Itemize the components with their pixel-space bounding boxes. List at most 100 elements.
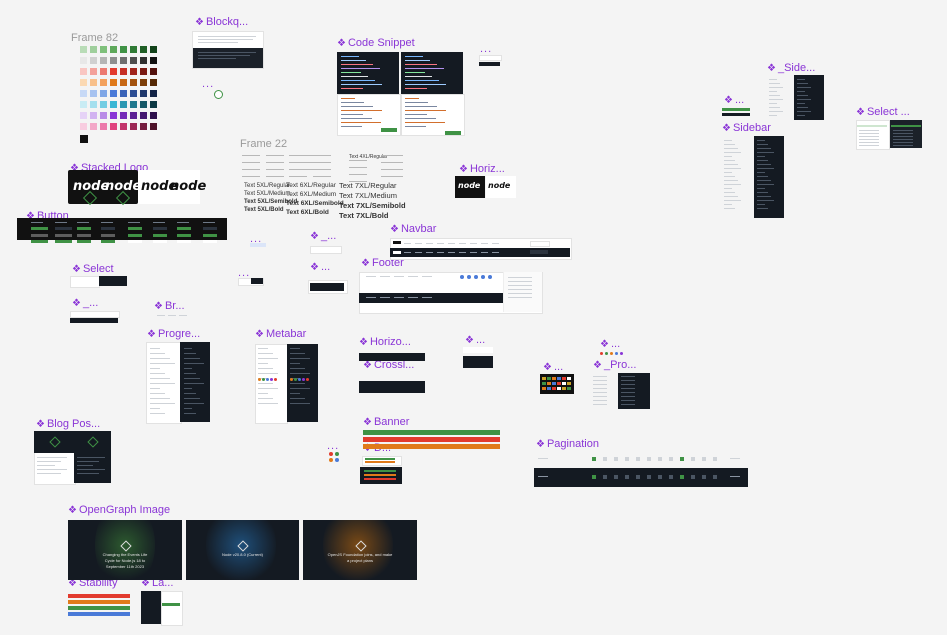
page-number bbox=[702, 475, 706, 479]
sidebar-short-dark bbox=[794, 75, 824, 120]
component-label-ellipsis-e[interactable]: ❖... bbox=[724, 94, 745, 106]
component-label-language[interactable]: ❖La... bbox=[141, 577, 174, 589]
small-select-dark[interactable] bbox=[251, 278, 263, 284]
component-label-horizontal-logo[interactable]: ❖Horiz... bbox=[459, 163, 505, 175]
component-label-footer[interactable]: ❖Footer bbox=[361, 257, 404, 269]
image-tile bbox=[567, 387, 571, 390]
horizontal-dark bbox=[359, 353, 425, 361]
component-label-ellipsis-a[interactable]: ❖... bbox=[310, 261, 331, 273]
component-label-pagination[interactable]: ❖Pagination bbox=[536, 438, 599, 450]
small-input[interactable] bbox=[310, 246, 342, 254]
select-light[interactable] bbox=[70, 276, 100, 288]
component-label-horizontal[interactable]: ❖Horizo... bbox=[359, 336, 411, 348]
button-variant bbox=[55, 234, 72, 237]
select-option bbox=[893, 130, 913, 131]
label-text: _... bbox=[320, 230, 337, 242]
ellipsis-marker[interactable]: ... bbox=[250, 233, 263, 245]
d-badge bbox=[364, 474, 396, 476]
select-dark[interactable] bbox=[99, 276, 127, 286]
sidebar-item-line bbox=[757, 144, 768, 145]
mini-swatch bbox=[615, 352, 618, 355]
type-sample bbox=[266, 162, 284, 163]
component-label-select-right[interactable]: ❖Select ... bbox=[856, 106, 910, 118]
type-sample bbox=[289, 176, 307, 177]
component-label-ellipsis-d[interactable]: ❖... bbox=[543, 361, 564, 373]
color-swatch bbox=[80, 90, 87, 97]
typography-5xl: Text 5XL/Regular Text 5XL/Medium Text 5X… bbox=[244, 183, 298, 213]
language-light[interactable] bbox=[161, 591, 183, 626]
code-line bbox=[341, 56, 359, 57]
code-line bbox=[405, 68, 444, 69]
label-text: ... bbox=[610, 338, 621, 350]
color-swatch bbox=[90, 68, 97, 75]
banner-red[interactable] bbox=[363, 437, 500, 442]
small-chip[interactable] bbox=[250, 243, 266, 247]
component-label-code-snippet[interactable]: ❖Code Snippet bbox=[337, 37, 415, 49]
component-label-blockquote[interactable]: ❖Blockq... bbox=[195, 16, 249, 28]
component-label-opengraph-image[interactable]: ❖OpenGraph Image bbox=[68, 504, 171, 516]
component-label-select[interactable]: ❖Select bbox=[72, 263, 114, 275]
code-line bbox=[341, 106, 373, 107]
color-swatch bbox=[140, 112, 147, 119]
button-label-line bbox=[177, 222, 189, 223]
typography-mini-a: Text 4XL/Regular bbox=[349, 154, 388, 160]
color-swatch bbox=[80, 46, 87, 53]
select-right-dark[interactable] bbox=[890, 120, 922, 148]
color-swatch bbox=[150, 101, 157, 108]
component-label-blog-post[interactable]: ❖Blog Pos... bbox=[36, 418, 101, 430]
progress-line bbox=[150, 348, 160, 349]
component-label-stability[interactable]: ❖Stability bbox=[68, 577, 118, 589]
sidebar-item-dark[interactable] bbox=[722, 113, 750, 116]
type-sample bbox=[313, 162, 331, 163]
code-line bbox=[405, 56, 423, 57]
component-label-underscore-a[interactable]: ❖_... bbox=[310, 230, 337, 242]
ellipsis-marker[interactable]: ... bbox=[327, 440, 340, 452]
component-label-breadcrumbs[interactable]: ❖Br... bbox=[154, 300, 185, 312]
avatar bbox=[274, 378, 277, 381]
banner-orange[interactable] bbox=[363, 444, 500, 449]
color-swatch-black bbox=[80, 135, 88, 143]
banner-green[interactable] bbox=[363, 430, 500, 435]
component-label-sidebar-short[interactable]: ❖_Side... bbox=[767, 62, 816, 74]
component-label-underscore-b[interactable]: ❖_... bbox=[72, 297, 99, 309]
ellipsis-marker[interactable]: ... bbox=[238, 267, 251, 279]
ellipsis-marker[interactable]: ... bbox=[480, 43, 493, 55]
type-sample bbox=[242, 155, 260, 156]
ellipsis-marker[interactable]: ... bbox=[202, 78, 215, 90]
component-label-metabar[interactable]: ❖Metabar bbox=[255, 328, 307, 340]
language-dark[interactable] bbox=[141, 591, 161, 624]
opengraph-card-2[interactable]: Node v20.8.0 (Current) bbox=[186, 520, 299, 580]
progress-line bbox=[184, 378, 200, 379]
component-label-sidebar[interactable]: ❖Sidebar bbox=[722, 122, 771, 134]
sidebar-item-line bbox=[724, 156, 732, 157]
small-search-dark[interactable] bbox=[310, 283, 344, 291]
nav-link-line bbox=[470, 243, 477, 244]
stability-experimental bbox=[68, 600, 130, 604]
nav-link-line bbox=[481, 252, 488, 253]
color-palette-grid bbox=[80, 46, 160, 136]
component-label-ellipsis-c[interactable]: ❖... bbox=[600, 338, 621, 350]
blog-text-line bbox=[77, 469, 105, 470]
select-option bbox=[859, 139, 879, 140]
component-label-ellipsis-b[interactable]: ❖... bbox=[465, 334, 486, 346]
component-label-progress[interactable]: ❖Progre... bbox=[147, 328, 201, 340]
nav-link-line bbox=[415, 252, 422, 253]
sidebar-active-item[interactable] bbox=[722, 108, 750, 111]
component-label-banner[interactable]: ❖Banner bbox=[363, 416, 410, 428]
component-label-navbar[interactable]: ❖Navbar bbox=[390, 223, 437, 235]
component-label-progression[interactable]: ❖_Pro... bbox=[593, 359, 637, 371]
footer-side-line bbox=[508, 285, 532, 286]
crosslink-dark[interactable] bbox=[359, 381, 425, 393]
opengraph-card-1[interactable]: Changing the Events Life Cycle for Node.… bbox=[68, 520, 182, 580]
sidebar-item-line bbox=[769, 103, 777, 104]
copy-button[interactable] bbox=[381, 128, 397, 132]
frame-22-title[interactable]: Frame 22 bbox=[240, 138, 288, 150]
nav-link-line bbox=[426, 252, 433, 253]
color-swatch bbox=[80, 101, 87, 108]
metabar-line bbox=[258, 368, 273, 369]
copy-button[interactable] bbox=[445, 131, 461, 135]
component-label-crosslink[interactable]: ❖Crossl... bbox=[363, 359, 415, 371]
progression-line bbox=[593, 396, 607, 397]
frame-82-title[interactable]: Frame 82 bbox=[71, 32, 119, 44]
opengraph-card-3[interactable]: OpenJS Foundation joins, and make a proj… bbox=[303, 520, 417, 580]
